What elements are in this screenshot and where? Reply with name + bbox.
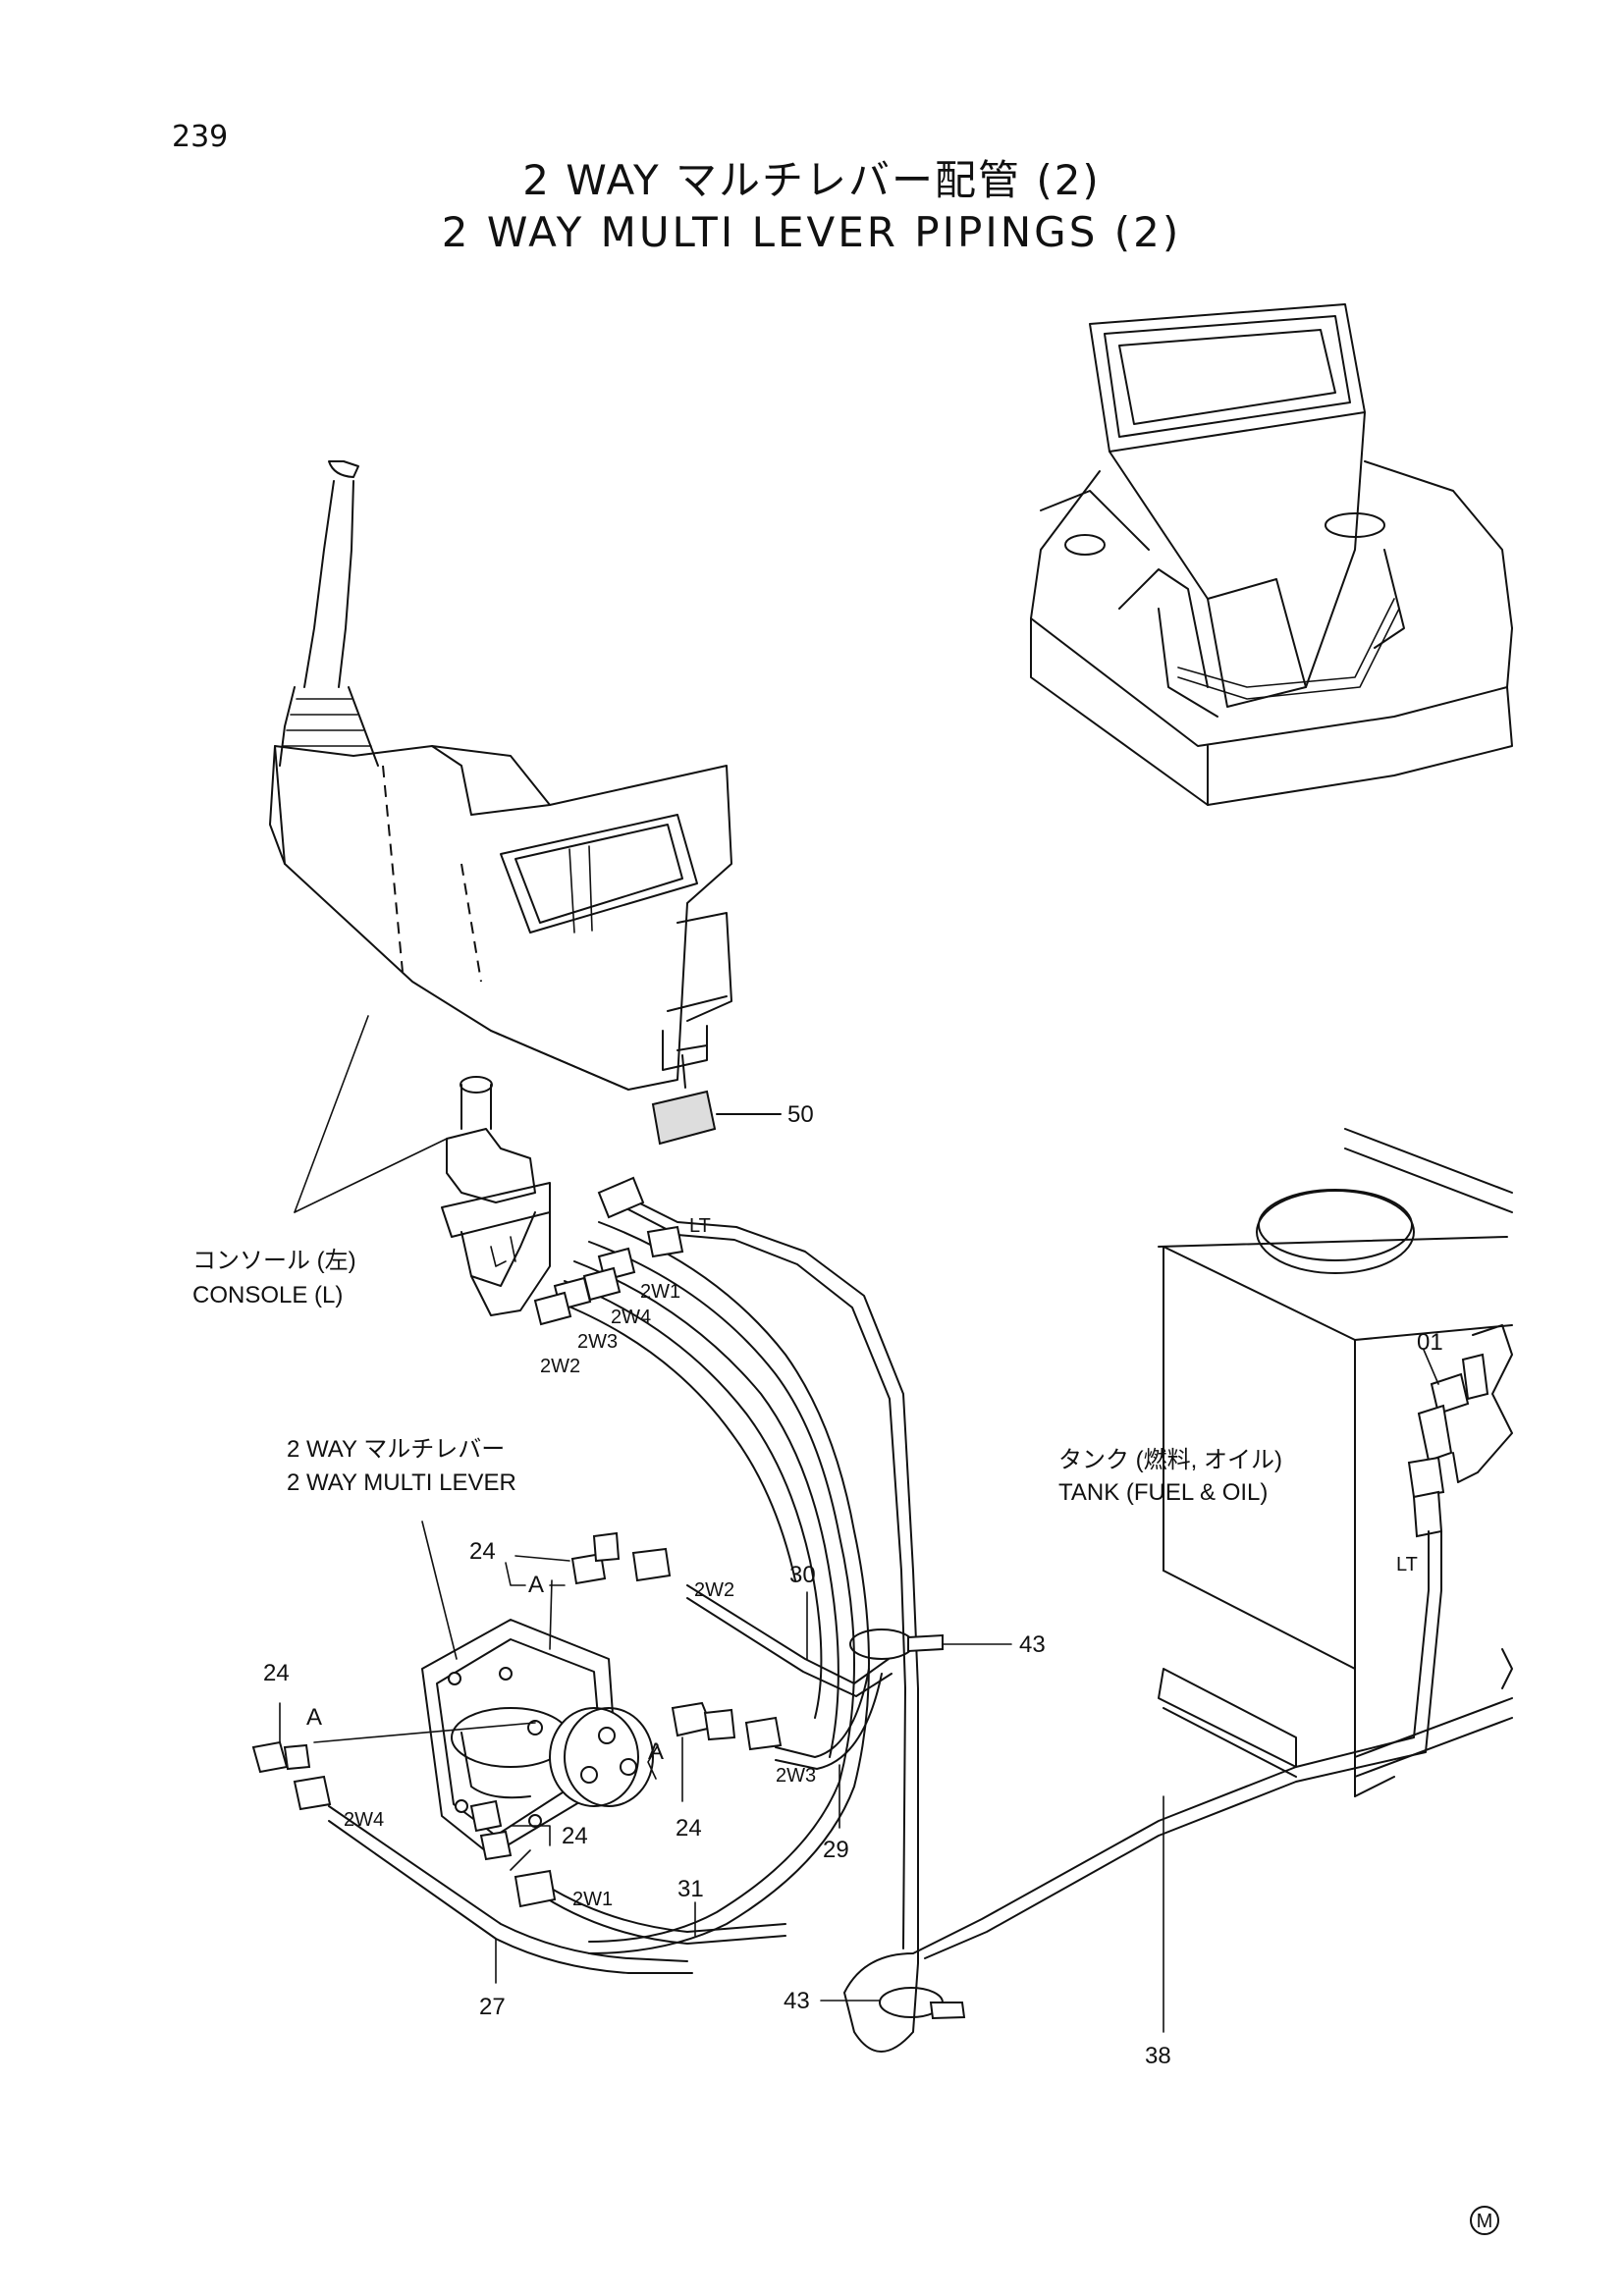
two-way-multi-lever-illustration <box>313 1521 659 1871</box>
pilot-valve-illustration <box>441 1076 551 1316</box>
console-label-ja: コンソール (左) <box>192 1248 356 1274</box>
hose-bundle <box>328 1192 1442 2053</box>
part-number-43-lower: 43 <box>784 1988 810 2014</box>
hose-clamp-upper: 43 <box>849 1629 1046 1660</box>
port-label-lt-tank: LT <box>1396 1554 1418 1575</box>
port-label-2w2-top: 2W2 <box>540 1356 580 1377</box>
port-label-2w3-top: 2W3 <box>577 1331 618 1353</box>
lever-label-ja: 2 WAY マルチレバー <box>287 1436 505 1463</box>
port-label-2w4-top: 2W4 <box>611 1307 651 1328</box>
pilot-valve-hose-fittings: LT 2W1 2W4 2W3 2W2 <box>533 1176 711 1377</box>
port-label-a-right: A <box>648 1738 664 1765</box>
console-callout: コンソール (左) CONSOLE (L) <box>192 1015 448 1308</box>
part-number-43-upper: 43 <box>1019 1631 1046 1658</box>
part-number-24-bottom: 24 <box>562 1823 588 1849</box>
part-number-27: 27 <box>479 1994 506 2020</box>
part-number-24-left: 24 <box>263 1660 290 1686</box>
page-number: 239 <box>172 120 229 154</box>
tank-label-ja: タンク (燃料, オイル) <box>1058 1447 1282 1473</box>
port-label-lt: LT <box>689 1215 711 1237</box>
part-number-24-right: 24 <box>676 1815 702 1842</box>
part-number-24-top: 24 <box>469 1538 496 1565</box>
part-number-38: 38 <box>1145 2043 1171 2069</box>
console-left-illustration <box>269 460 732 1091</box>
fuel-oil-tank-illustration <box>1158 1128 1513 1797</box>
tank-label-en: TANK (FUEL & OIL) <box>1058 1479 1268 1506</box>
port-label-2w1: 2W1 <box>572 1889 613 1910</box>
title-english: 2 WAY MULTI LEVER PIPINGS (2) <box>441 208 1182 256</box>
title-japanese: 2 WAY マルチレバー配管 (2) <box>522 156 1101 204</box>
hose-clamp-lower: 43 <box>784 1987 966 2020</box>
part-number-30: 30 <box>789 1562 816 1588</box>
port-label-2w2: 2W2 <box>694 1579 734 1601</box>
console-label-en: CONSOLE (L) <box>192 1282 343 1308</box>
port-label-a-left: A <box>306 1704 322 1731</box>
part-number-01: 01 <box>1417 1329 1443 1356</box>
part-number-31: 31 <box>677 1876 704 1902</box>
part-number-29: 29 <box>823 1837 849 1863</box>
operator-seat-illustration <box>1030 303 1513 806</box>
hose-part-numbers: 30 29 31 27 38 <box>479 1562 1171 2069</box>
port-label-2w4: 2W4 <box>344 1809 384 1831</box>
part-50-switch: 50 <box>651 1054 814 1146</box>
lever-label-en: 2 WAY MULTI LEVER <box>287 1469 516 1496</box>
mark-letter: M <box>1477 2211 1493 2232</box>
part-01-elbow-fitting: 01 LT <box>1396 1329 1470 1575</box>
lever-fittings: 24 A 2W2 A 24 2W3 24 2W1 24 A <box>251 1531 816 1910</box>
manufacturer-mark: M <box>1470 2206 1499 2235</box>
port-label-2w1-top: 2W1 <box>640 1281 680 1303</box>
port-label-2w3: 2W3 <box>776 1765 816 1787</box>
port-label-a-top: A <box>528 1572 544 1598</box>
part-number-50: 50 <box>787 1101 814 1128</box>
